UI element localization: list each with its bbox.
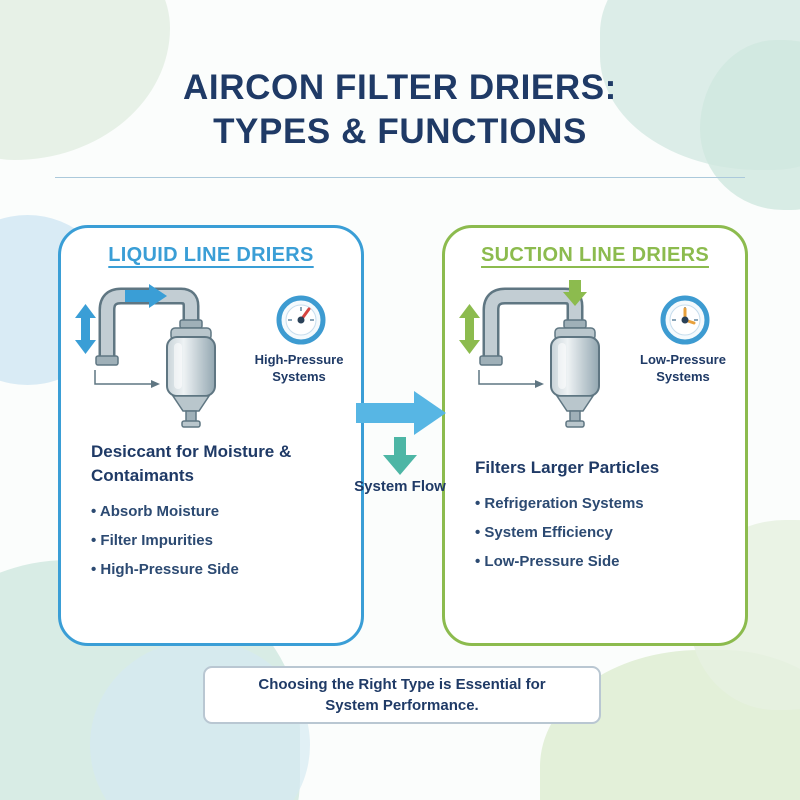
card-body: Desiccant for Moisture & Contaimants Abs… (91, 440, 345, 590)
list-item: Absorb Moisture (91, 503, 345, 520)
footer-note-text: Choosing the Right Type is Essential for… (258, 676, 546, 714)
list-item: Refrigeration Systems (475, 495, 729, 512)
filter-drier-illustration (459, 280, 600, 428)
system-pressure-label: Low-Pressure Systems (640, 352, 726, 384)
feature-list: Absorb Moisture Filter Impurities High-P… (91, 503, 345, 578)
card-heading: Desiccant for Moisture & Contaimants (91, 442, 292, 485)
page-title-line2: TYPES & FUNCTIONS (213, 111, 587, 151)
system-flow-label: System Flow (354, 478, 446, 495)
card-heading: Filters Larger Particles (475, 458, 660, 477)
page-title-line1: AIRCON FILTER DRIERS: (183, 68, 617, 107)
list-item: Filter Impurities (91, 532, 345, 549)
card-title: LIQUID LINE DRIERS (108, 244, 314, 266)
footer-note: Choosing the Right Type is Essential for… (203, 666, 601, 724)
list-item: High-Pressure Side (91, 561, 345, 578)
page-title: AIRCON FILTER DRIERS: TYPES & FUNCTIONS (0, 66, 800, 154)
divider (55, 177, 745, 178)
card-body: Filters Larger Particles Refrigeration S… (475, 456, 729, 582)
flow-right-arrow-icon (356, 391, 446, 435)
vertical-flow-arrow (459, 304, 480, 354)
card-title: SUCTION LINE DRIERS (481, 244, 709, 266)
clock-gauge-icon (660, 295, 710, 345)
card-liquid-line-driers: LIQUID LINE DRIERS (58, 225, 364, 646)
flow-direction-arrow (125, 284, 167, 308)
system-pressure-label: High-Pressure Systems (254, 352, 344, 384)
pressure-gauge-icon (276, 295, 326, 345)
list-item: Low-Pressure Side (475, 553, 729, 570)
filter-drier-illustration (75, 284, 216, 428)
vertical-flow-arrow (75, 304, 96, 354)
feature-list: Refrigeration Systems System Efficiency … (475, 495, 729, 570)
list-item: System Efficiency (475, 524, 729, 541)
flow-direction-arrow (563, 280, 587, 306)
card-suction-line-driers: SUCTION LINE DRIERS (442, 225, 748, 646)
flow-down-arrow-icon (383, 437, 417, 475)
